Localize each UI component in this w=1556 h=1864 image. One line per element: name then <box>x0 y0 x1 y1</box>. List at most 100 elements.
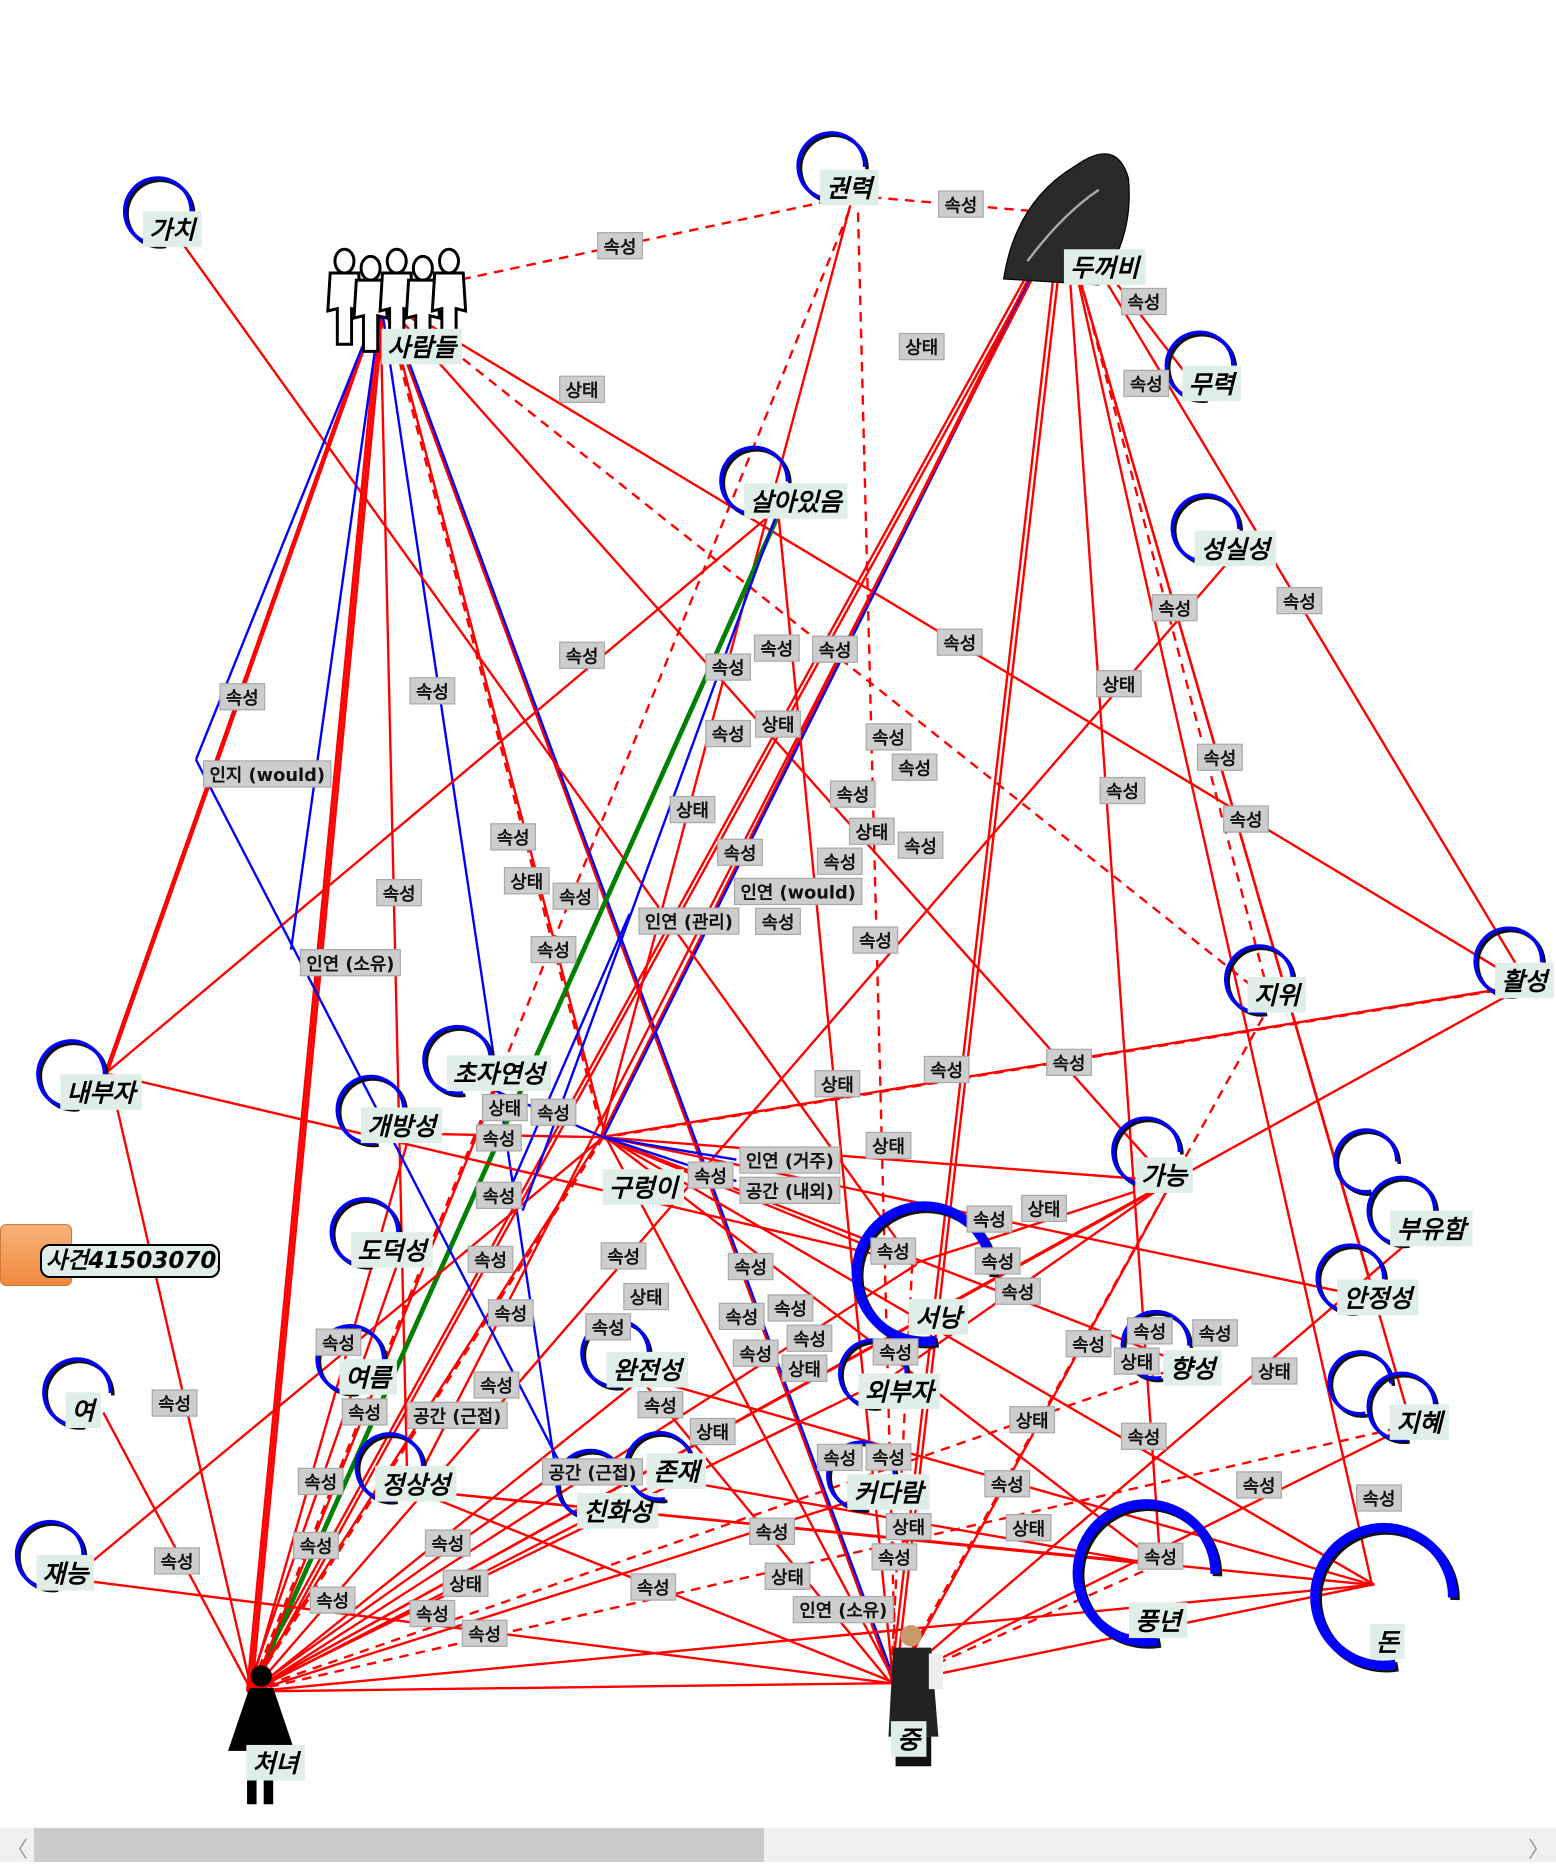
edge-label[interactable]: 속성 <box>530 1098 577 1126</box>
relation-line[interactable] <box>521 510 780 1212</box>
edge-line[interactable] <box>1061 213 1374 1585</box>
edge-line[interactable] <box>604 1136 897 1684</box>
edge-line[interactable] <box>103 509 777 1076</box>
edge-label[interactable]: 속성 <box>984 1470 1031 1498</box>
edge-label[interactable]: 속성 <box>718 1302 765 1331</box>
edge-label[interactable]: 상태 <box>481 1093 528 1122</box>
edge-line[interactable] <box>383 296 607 1138</box>
edge-label[interactable]: 속성 <box>341 1398 388 1426</box>
edge-label[interactable]: 상태 <box>898 332 945 361</box>
edge-label[interactable]: 속성 <box>816 1443 863 1472</box>
edge-line[interactable] <box>177 236 916 1265</box>
edge-label[interactable]: 속성 <box>1192 1319 1239 1347</box>
node-label[interactable]: 가능 <box>1135 1157 1193 1193</box>
node[interactable]: 재능 <box>11 1516 95 1595</box>
node[interactable]: 활성 <box>1470 923 1554 1002</box>
node[interactable]: 가능 <box>1108 1113 1193 1193</box>
node[interactable]: 구렁이 <box>602 1169 684 1205</box>
edge-label[interactable]: 상태 <box>764 1562 811 1591</box>
edge-label[interactable]: 속성 <box>891 753 938 781</box>
edge-line[interactable] <box>605 1136 1375 1586</box>
edge-label[interactable]: 속성 <box>852 926 899 954</box>
node-label[interactable]: 여름 <box>339 1359 397 1395</box>
scroll-right-icon[interactable]: 〉 <box>1527 1838 1550 1863</box>
node[interactable]: 여름 <box>312 1321 397 1400</box>
edge-label[interactable]: 속성 <box>376 878 423 907</box>
edge-label[interactable]: 속성 <box>559 641 605 669</box>
edge-label[interactable]: 속성 <box>552 882 599 910</box>
edge-label[interactable]: 상태 <box>689 1417 736 1446</box>
edge-label[interactable]: 속성 <box>1120 1422 1167 1450</box>
edge-line[interactable] <box>247 1681 891 1693</box>
edge-label[interactable]: 상태 <box>848 817 895 845</box>
node[interactable] <box>1324 1347 1398 1421</box>
edge-label[interactable]: 속성 <box>753 634 800 662</box>
edge-line[interactable] <box>250 213 1067 1693</box>
edge-label[interactable]: 속성 <box>1151 594 1198 622</box>
edge-line[interactable] <box>378 296 558 1473</box>
node[interactable]: 중 <box>888 1625 944 1767</box>
edge-label[interactable]: 속성 <box>530 935 577 964</box>
edge-label[interactable]: 상태 <box>885 1512 932 1541</box>
relation-line[interactable] <box>289 296 384 950</box>
edge-label[interactable]: 속성 <box>727 1252 774 1281</box>
edge-label[interactable]: 속성 <box>1223 805 1269 833</box>
edge-label[interactable]: 속성 <box>871 1543 918 1571</box>
edge-label[interactable]: 속성 <box>315 1328 362 1356</box>
edge-label[interactable]: 상태 <box>1251 1357 1298 1385</box>
edge-label[interactable]: 속성 <box>600 1242 647 1270</box>
node[interactable]: 지혜 <box>1363 1368 1450 1447</box>
edge-label[interactable]: 속성 <box>705 719 752 748</box>
relation-label[interactable]: 인연 (관리) <box>638 907 740 935</box>
edge-label[interactable]: 속성 <box>755 907 801 936</box>
edge-line[interactable] <box>250 557 1233 1693</box>
node-label[interactable]: 초자연성 <box>446 1055 552 1091</box>
relation-label[interactable]: 인지 (would) <box>203 760 332 788</box>
edge-label[interactable]: 속성 <box>865 723 912 751</box>
edge-label[interactable]: 상태 <box>781 1354 828 1382</box>
node[interactable]: 커다람 <box>823 1437 930 1516</box>
edge-label[interactable]: 속성 <box>1137 1542 1184 1570</box>
edge-label[interactable]: 속성 <box>1046 1048 1092 1077</box>
edge-label[interactable]: 상태 <box>1009 1406 1056 1434</box>
node[interactable] <box>1330 1125 1404 1199</box>
node[interactable]: 처녀 <box>228 1665 305 1805</box>
node-label[interactable]: 향성 <box>1163 1350 1222 1386</box>
edge-line[interactable] <box>894 213 1067 1684</box>
edge-label[interactable]: 속성 <box>475 1181 522 1209</box>
edge-label[interactable]: 속성 <box>936 628 983 656</box>
node[interactable]: 정상성 <box>351 1429 457 1508</box>
edge-label[interactable]: 속성 <box>923 1055 970 1084</box>
edge-label[interactable]: 속성 <box>1356 1484 1402 1512</box>
edge-label[interactable]: 속성 <box>966 1205 1013 1233</box>
edge-label[interactable]: 상태 <box>814 1070 861 1098</box>
edge-label[interactable]: 상태 <box>559 375 605 403</box>
edge-label[interactable]: 속성 <box>597 232 643 260</box>
edge-label[interactable]: 속성 <box>409 1599 456 1628</box>
node-label[interactable]: 풍년 <box>1128 1602 1188 1639</box>
edge-line[interactable] <box>599 213 1062 1138</box>
node-label[interactable]: 존재 <box>646 1453 707 1489</box>
edge-label[interactable]: 속성 <box>816 847 863 875</box>
node-label[interactable]: 서낭 <box>908 1299 969 1335</box>
edge-label[interactable]: 속성 <box>812 635 858 663</box>
edge-label[interactable]: 속성 <box>585 1313 632 1341</box>
edge-line[interactable] <box>109 1073 918 1266</box>
edge-label[interactable]: 속성 <box>749 1517 795 1545</box>
edge-label[interactable]: 속성 <box>732 1339 779 1367</box>
edge-label[interactable]: 속성 <box>1123 369 1170 398</box>
edge-line[interactable] <box>889 213 1062 1684</box>
edge-label[interactable]: 속성 <box>865 1443 912 1471</box>
edge-label[interactable]: 속성 <box>297 1467 344 1496</box>
node[interactable]: 살아있음 <box>716 442 848 521</box>
node-label[interactable]: 구렁이 <box>602 1169 684 1205</box>
node-label[interactable]: 권력 <box>820 169 879 206</box>
edge-label[interactable]: 속성 <box>1065 1330 1112 1358</box>
node[interactable]: 내부자 <box>33 1036 142 1115</box>
relation-label[interactable]: 공간 (내외) <box>739 1176 841 1204</box>
edge-label[interactable]: 속성 <box>1120 287 1167 316</box>
edge-label[interactable]: 속성 <box>424 1529 471 1557</box>
node-label[interactable]: 두꺼비 <box>1063 249 1146 285</box>
edge-label[interactable]: 속성 <box>154 1547 200 1575</box>
edge-label[interactable]: 상태 <box>623 1282 670 1311</box>
